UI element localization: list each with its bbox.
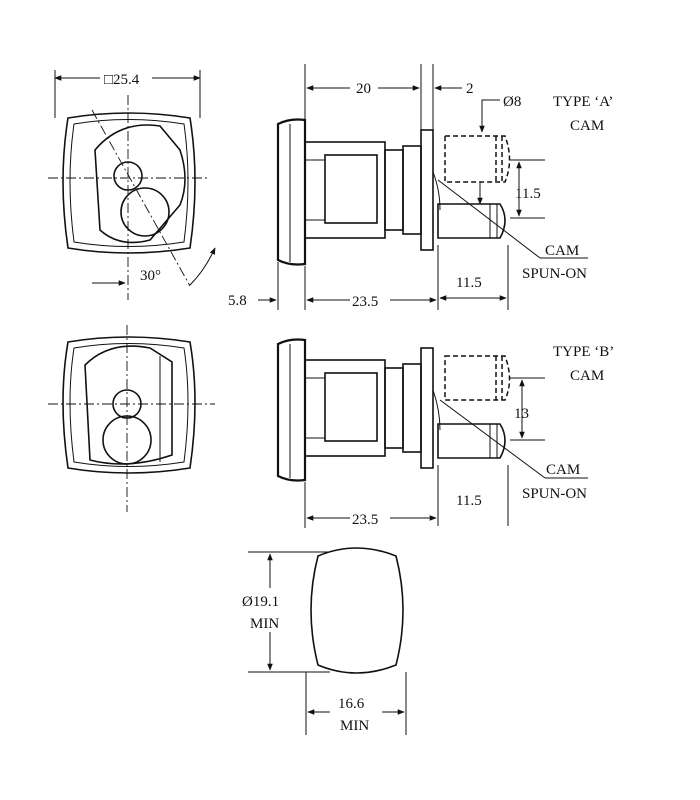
side-b-dimensions: TYPE ‘B’ CAM 13 CAM SPUN-ON 11.5 23.5 [304, 344, 614, 528]
dim-2-label: 2 [466, 81, 474, 97]
front-view-type-a [48, 95, 210, 300]
cam-b-label-2: SPUN-ON [522, 486, 587, 502]
min-label-1: MIN [250, 616, 279, 632]
angle-label: 30° [140, 268, 161, 284]
dia-19-1-label: Ø19.1 [242, 594, 279, 610]
angle-dimension: 30° [92, 247, 216, 286]
type-b-title-1: TYPE ‘B’ [553, 344, 614, 360]
side-view-type-a [276, 118, 511, 266]
min-label-2: MIN [340, 718, 369, 734]
dim-11-5-b-label: 11.5 [456, 493, 482, 509]
dim-13-label: 13 [514, 406, 529, 422]
cam-b-label-1: CAM [546, 462, 580, 478]
side-view-type-b [276, 338, 511, 482]
dim-16-6-label: 16.6 [338, 696, 365, 712]
dim-11-5-a-label: 11.5 [456, 275, 482, 291]
dim-11-5-vert-label: 11.5 [515, 186, 541, 202]
cam-a-label-2: SPUN-ON [522, 266, 587, 282]
side-a-dimensions: 20 2 Ø8 TYPE ‘A’ CAM 11.5 CAM SPUN-ON 11… [228, 64, 613, 310]
cam-a-label-1: CAM [545, 243, 579, 259]
dim-23-5-a-label: 23.5 [352, 294, 378, 310]
front-view-type-b [48, 325, 215, 512]
square-dim-label: □25.4 [104, 72, 140, 88]
panel-cutout-view: Ø19.1 MIN 16.6 MIN [242, 547, 407, 735]
dia-8-label: Ø8 [503, 94, 521, 110]
dim-5-8-label: 5.8 [228, 293, 247, 309]
square-dimension: □25.4 [54, 70, 201, 118]
dim-20-label: 20 [356, 81, 371, 97]
dim-23-5-b-label: 23.5 [352, 512, 378, 528]
type-a-title-2: CAM [570, 118, 604, 134]
type-b-title-2: CAM [570, 368, 604, 384]
type-a-title-1: TYPE ‘A’ [553, 94, 613, 110]
